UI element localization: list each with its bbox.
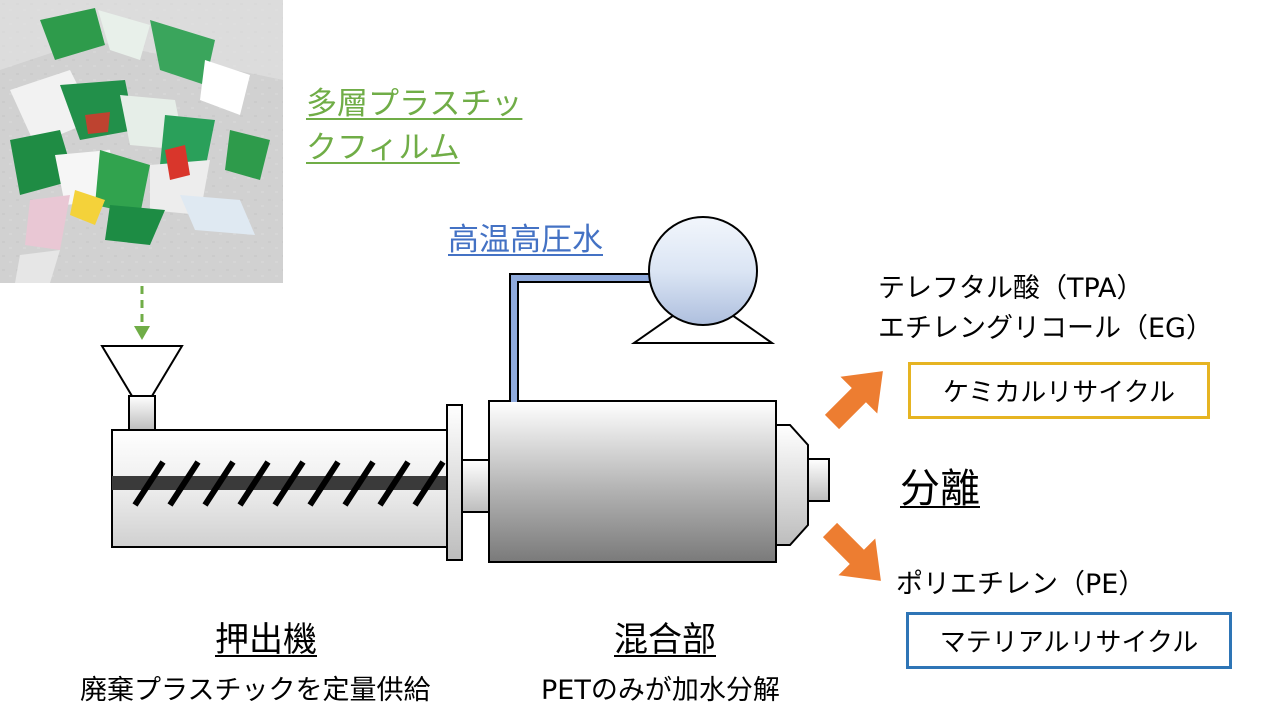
hot-water-label: 高温高圧水 <box>448 222 603 258</box>
chemical-recycle-box: ケミカルリサイクル <box>908 362 1210 419</box>
coupling <box>461 459 491 513</box>
mixer-body <box>488 400 777 563</box>
hopper <box>100 345 184 397</box>
plastic-film-photo <box>0 0 283 283</box>
input-material-label-line2: クフィルム <box>306 130 460 166</box>
mixer-caption: PETのみが加水分解 <box>541 675 780 706</box>
material-product-line1: ポリエチレン（PE） <box>896 569 1146 600</box>
outlet-nozzle <box>807 458 830 502</box>
chemical-product-line2: エチレングリコール（EG） <box>878 313 1213 344</box>
extruder-caption: 廃棄プラスチックを定量供給 <box>80 675 431 706</box>
extruder-title: 押出機 <box>215 620 317 660</box>
feed-drop-arrow <box>134 286 150 340</box>
mixer-end-cap <box>775 424 809 546</box>
chemical-output-arrow <box>824 371 883 430</box>
pump-body <box>648 216 758 326</box>
mixer-title: 混合部 <box>614 620 716 660</box>
mixer <box>488 400 830 563</box>
hopper-neck <box>128 395 156 431</box>
separation-label: 分離 <box>900 466 980 512</box>
extruder-flange <box>446 404 463 561</box>
screw-flights <box>132 460 446 507</box>
pump <box>630 216 776 344</box>
input-material-label-line1: 多層プラスチッ <box>306 86 523 122</box>
extruder <box>100 345 491 561</box>
chemical-product-line1: テレフタル酸（TPA） <box>878 273 1144 304</box>
hot-water-line <box>509 273 650 402</box>
material-recycle-box: マテリアルリサイクル <box>906 612 1232 669</box>
material-output-arrow <box>822 522 881 581</box>
